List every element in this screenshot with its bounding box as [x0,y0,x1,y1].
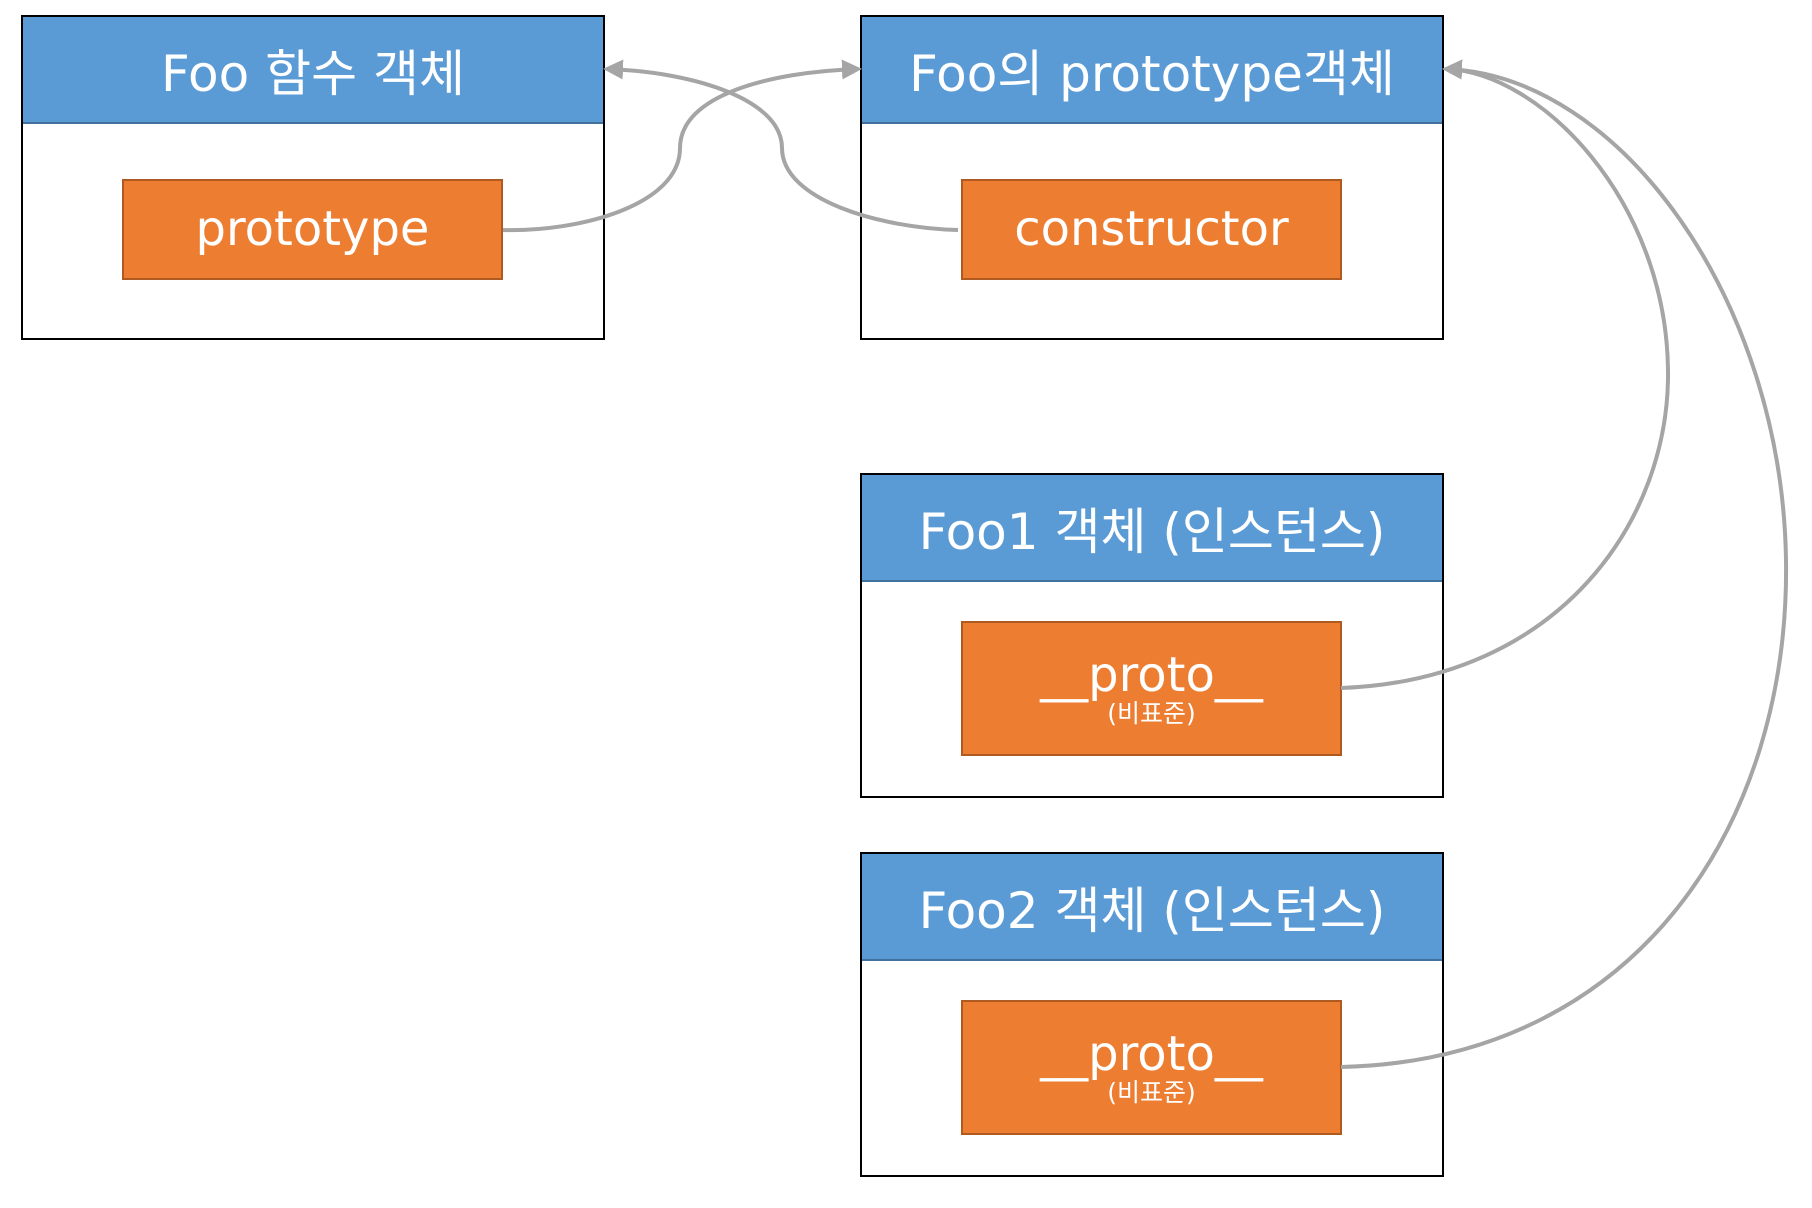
constructor-property-label: constructor [1014,201,1289,258]
prototype-to-prototype-object-arrow [502,59,862,233]
foo1-proto-to-prototype-object-arrow [1340,59,1671,690]
foo-prototype-object: Foo의 prototype객체 constructor [860,15,1444,340]
foo2-proto-label: __proto__ [1040,1025,1263,1082]
foo1-instance-title: Foo1 객체 (인스턴스) [862,475,1442,582]
foo2-instance-title: Foo2 객체 (인스턴스) [862,854,1442,961]
foo1-proto-property: __proto__ (비표준) [961,621,1342,756]
foo-function-title: Foo 함수 객체 [23,17,603,124]
prototype-property-label: prototype [195,201,430,258]
foo2-instance-object: Foo2 객체 (인스턴스) __proto__ (비표준) [860,852,1444,1177]
foo1-instance-object: Foo1 객체 (인스턴스) __proto__ (비표준) [860,473,1444,798]
foo2-proto-note: (비표준) [1107,1077,1196,1107]
foo1-proto-note: (비표준) [1107,698,1196,728]
foo-prototype-title: Foo의 prototype객체 [862,17,1442,124]
prototype-property: prototype [122,179,503,280]
foo1-proto-label: __proto__ [1040,646,1263,703]
constructor-property: constructor [961,179,1342,280]
constructor-to-foo-function-arrow [603,59,959,232]
foo2-proto-property: __proto__ (비표준) [961,1000,1342,1135]
foo-function-object: Foo 함수 객체 prototype [21,15,605,340]
foo2-proto-to-prototype-object-arrow [1340,59,1789,1069]
